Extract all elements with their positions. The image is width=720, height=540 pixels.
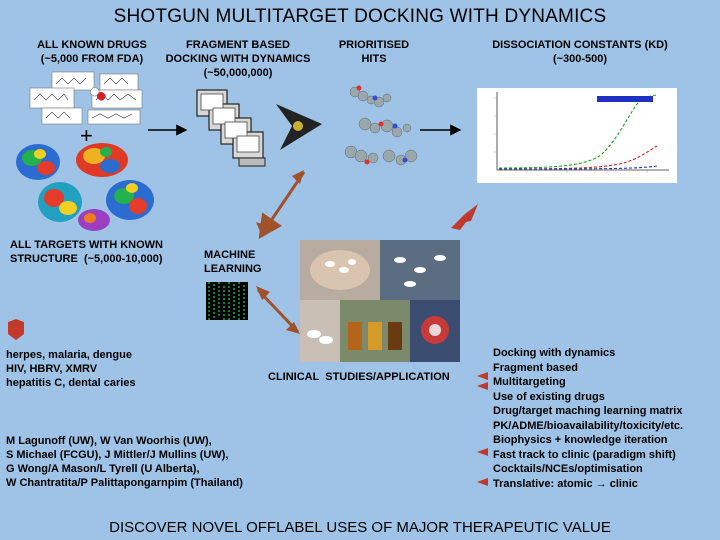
outcome-item: Docking with dynamics [493, 346, 615, 361]
arrow-kd-to-clinic [451, 204, 478, 230]
outcome-item: Fragment based [493, 361, 578, 376]
disease-list: herpes, malaria, dengue HIV, HBRV, XMRV … [6, 348, 136, 390]
clinical-photos-image [300, 240, 460, 362]
outcome-pointer-icons [477, 372, 488, 486]
footer-tagline: DISCOVER NOVEL OFFLABEL USES OF MAJOR TH… [0, 519, 720, 536]
outcome-item: Drug/target maching learning matrix [493, 404, 682, 419]
outcome-item: Use of existing drugs [493, 390, 605, 405]
kd-plot-image [477, 88, 677, 183]
outcome-item: Multitargeting [493, 375, 566, 390]
disease-pointer-icon [8, 319, 24, 340]
prioritised-hits-image [335, 80, 423, 175]
clinical-studies-label: CLINICAL STUDIES/APPLICATION [268, 370, 450, 384]
outcome-item: Fast track to clinic (paradigm shift) [493, 448, 676, 463]
outcome-item: Biophysics + knowledge iteration [493, 433, 668, 448]
outcome-item: Translative: atomic → clinic [493, 477, 638, 492]
ligand-dot [293, 121, 303, 131]
outcome-item: Cocktails/NCEs/optimisation [493, 462, 643, 477]
collaborators-list: M Lagunoff (UW), W Van Woorhis (UW), S M… [6, 434, 243, 490]
machine-learning-label: MACHINE LEARNING [204, 248, 261, 276]
outcome-item: PK/ADME/bioavailability/toxicity/etc. [493, 419, 683, 434]
matrix-image [206, 282, 248, 320]
